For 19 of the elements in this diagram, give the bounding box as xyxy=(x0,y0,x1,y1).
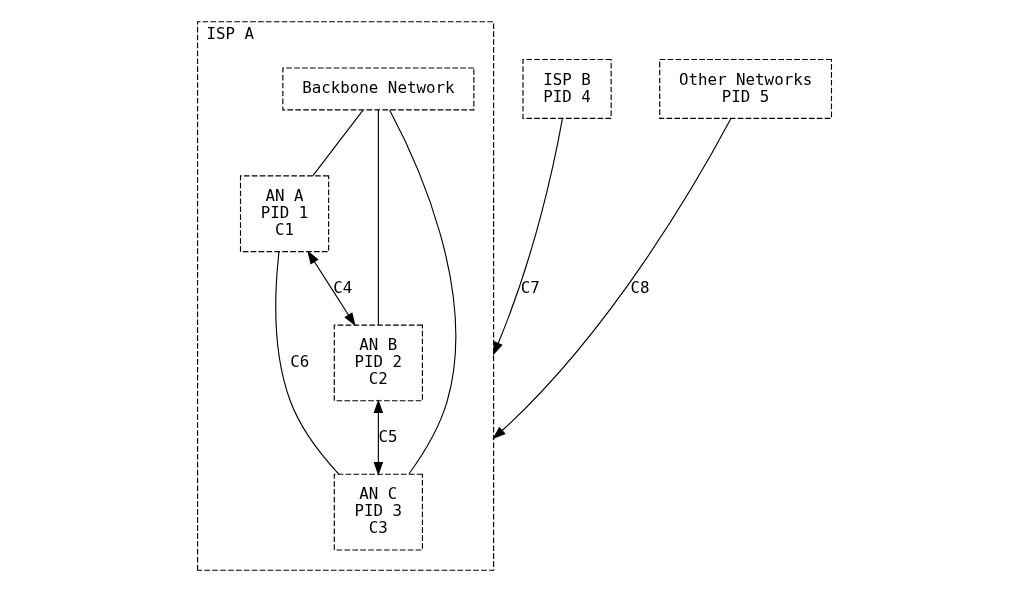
edge-label: C4 xyxy=(332,277,352,297)
connector xyxy=(274,251,339,475)
node-box: Backbone Network xyxy=(281,67,474,111)
node-box: AN C PID 3 C3 xyxy=(333,473,423,551)
edge-label: C7 xyxy=(520,277,540,297)
edge-label: C6 xyxy=(289,352,309,372)
node-box: AN B PID 2 C2 xyxy=(333,324,423,402)
edge-label: C8 xyxy=(629,277,649,297)
arrow xyxy=(373,399,383,476)
node-box: Other Networks PID 5 xyxy=(658,59,832,119)
node-box: ISP B PID 4 xyxy=(521,59,612,119)
connector xyxy=(377,109,379,326)
connector xyxy=(311,109,363,177)
edge-label: C5 xyxy=(377,426,397,446)
node-box: AN A PID 1 C1 xyxy=(239,175,329,253)
arrow xyxy=(492,118,563,356)
connector xyxy=(388,109,456,475)
arrow xyxy=(306,250,356,327)
arrow xyxy=(491,117,731,440)
